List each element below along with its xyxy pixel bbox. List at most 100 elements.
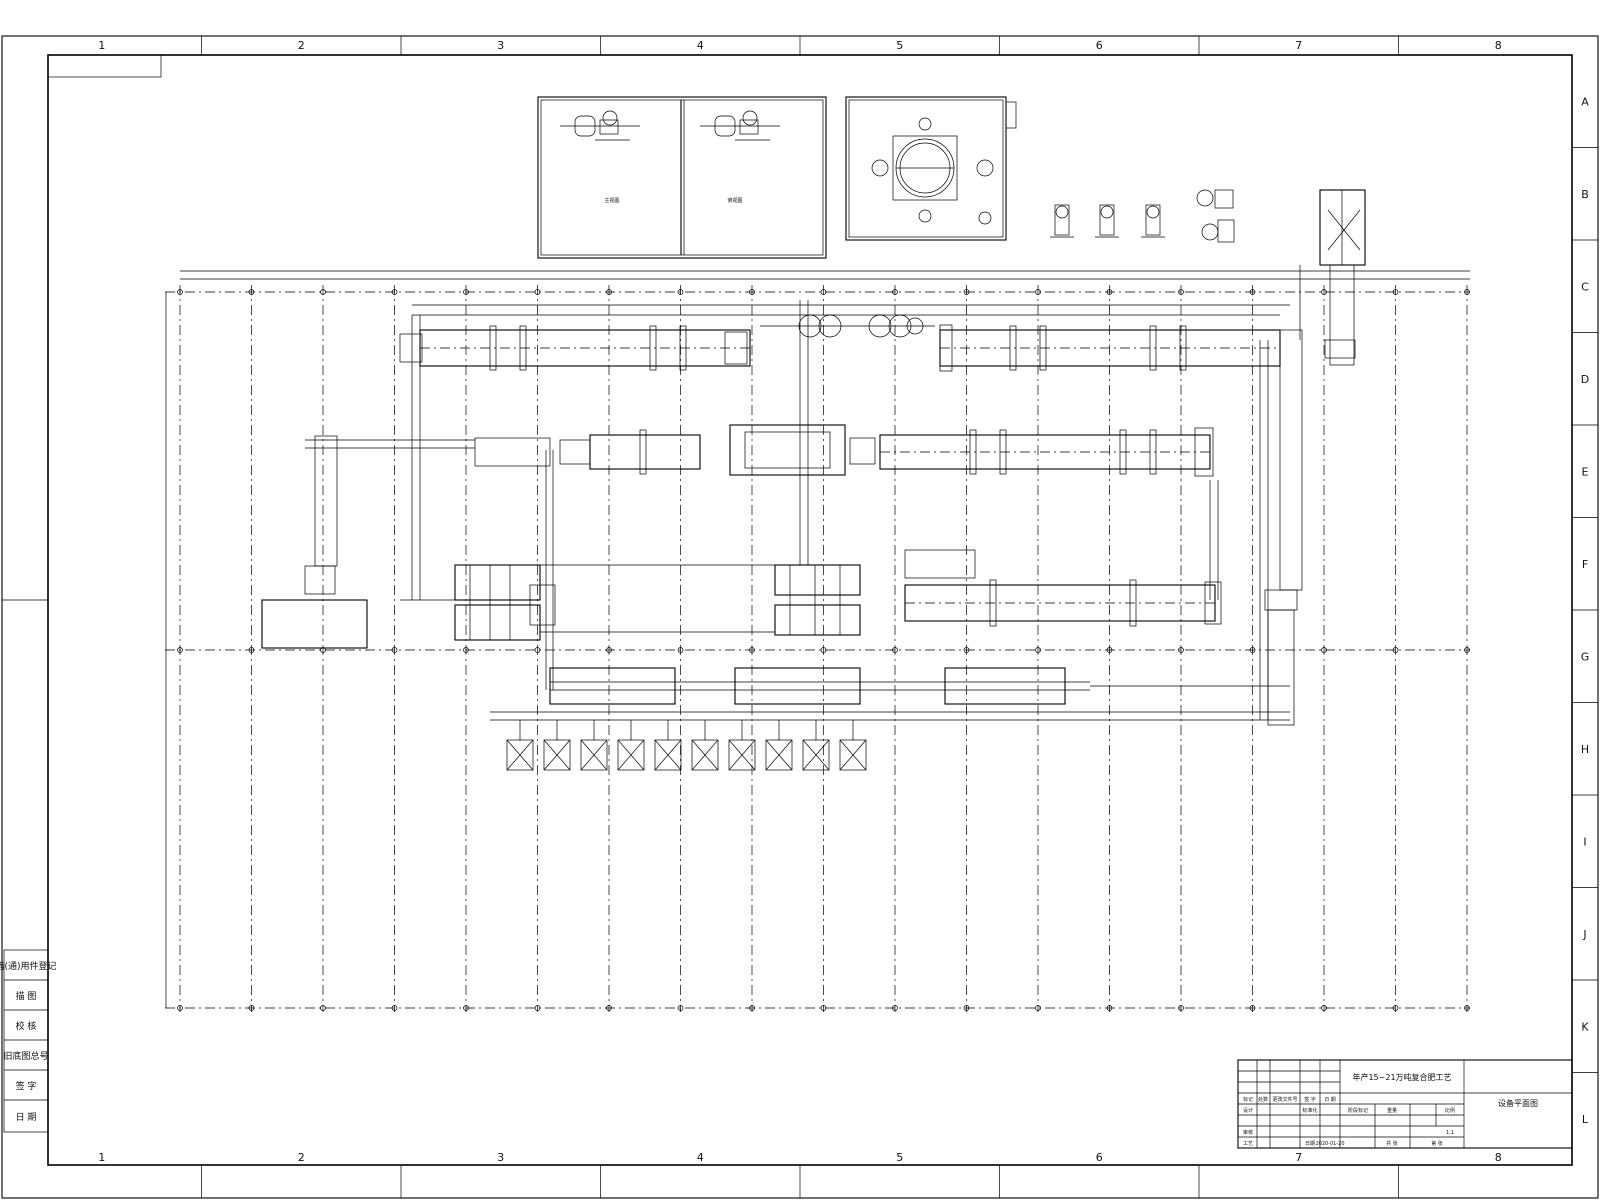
screen-unit-middle xyxy=(774,564,861,636)
title-block: 年产15~21万吨复合肥工艺 设备平面图 标记 处数 更改文件号 签 字 日 期… xyxy=(1237,1059,1573,1149)
zone-row-label: C xyxy=(1581,280,1589,293)
hopper-cross xyxy=(802,739,830,771)
scale-value: 1:1 xyxy=(1446,1130,1454,1136)
zone-col-label: 3 xyxy=(497,1151,504,1164)
hopper-cross xyxy=(728,739,756,771)
view2-label: 俯视图 xyxy=(727,197,742,204)
label-change-doc: 更改文件号 xyxy=(1272,1096,1297,1103)
zone-col-label: 4 xyxy=(697,1151,704,1164)
side-label-2: 校 核 xyxy=(16,1020,37,1032)
zone-col-label: 6 xyxy=(1096,39,1103,52)
axis-node xyxy=(677,1005,684,1011)
zone-row-label: I xyxy=(1583,835,1586,848)
label-count: 处数 xyxy=(1258,1096,1268,1103)
bucket-elevator-right xyxy=(1264,329,1303,726)
corner-box xyxy=(47,54,162,78)
side-label-5: 日 期 xyxy=(16,1112,37,1123)
zone-row-label: B xyxy=(1581,188,1589,201)
batching-hoppers xyxy=(506,720,867,771)
conveyor-row-main xyxy=(490,667,1290,721)
hopper-cross xyxy=(839,739,867,771)
zone-strip-right: A B C D E F G H I J K L xyxy=(1572,95,1598,1126)
inner-frame xyxy=(47,54,1573,1166)
rotary-drum-top-left xyxy=(399,325,751,371)
axis-node xyxy=(1178,647,1184,653)
axis-grid-vertical xyxy=(177,285,1470,1012)
project-name: 年产15~21万吨复合肥工艺 xyxy=(1352,1072,1451,1082)
axis-node xyxy=(677,289,684,295)
hopper-cross xyxy=(580,739,608,771)
label-date: 日 期 xyxy=(1324,1097,1336,1103)
side-label-4: 签 字 xyxy=(16,1080,37,1092)
granulator-middle xyxy=(729,424,876,476)
zone-col-label: 8 xyxy=(1495,1151,1502,1164)
hopper-cross xyxy=(543,739,571,771)
hopper-cross xyxy=(691,739,719,771)
label-date2: 日期 xyxy=(1305,1141,1315,1147)
zone-col-label: 8 xyxy=(1495,39,1502,52)
zone-col-label: 2 xyxy=(298,39,305,52)
zone-col-label: 7 xyxy=(1295,1151,1302,1164)
zone-col-label: 1 xyxy=(98,1151,105,1164)
view1-label: 主视图 xyxy=(604,197,619,204)
zone-col-label: 5 xyxy=(896,1151,903,1164)
label-process: 工艺 xyxy=(1243,1141,1253,1147)
rotary-drum-middle-left xyxy=(474,429,701,475)
zone-row-label: L xyxy=(1582,1113,1589,1126)
label-design: 设计 xyxy=(1243,1107,1253,1114)
bucket-elevator-top xyxy=(1319,189,1366,366)
axis-node xyxy=(177,1005,183,1011)
zone-col-label: 6 xyxy=(1096,1151,1103,1164)
label-sheet-no: 第 张 xyxy=(1431,1140,1443,1147)
hopper-cross xyxy=(506,739,534,771)
rotary-drum-lower-right xyxy=(904,549,1222,627)
axis-node xyxy=(1178,1005,1184,1011)
drive-gears xyxy=(760,314,935,338)
side-label-1: 描 图 xyxy=(16,990,37,1002)
bucket-elevator-left xyxy=(261,435,368,649)
date-value: 2020-01-20 xyxy=(1315,1141,1344,1147)
side-label-0: 借(通)用件登记 xyxy=(0,960,57,972)
label-mark: 标记 xyxy=(1243,1096,1253,1103)
zone-row-label: G xyxy=(1581,650,1590,663)
zone-row-label: D xyxy=(1581,373,1589,386)
label-review: 审核 xyxy=(1243,1129,1253,1136)
detail-view-box-1: 主视图 俯视图 xyxy=(537,96,827,259)
pipes xyxy=(305,265,1301,720)
rotary-drum-top-right xyxy=(939,324,1281,372)
zone-col-label: 2 xyxy=(298,1151,305,1164)
label-standardize: 标准化 xyxy=(1302,1107,1317,1114)
hopper-cross xyxy=(617,739,645,771)
hopper-cross xyxy=(654,739,682,771)
zone-row-label: H xyxy=(1581,743,1589,756)
zone-col-label: 4 xyxy=(697,39,704,52)
detail-view-box-2 xyxy=(845,96,1017,241)
zone-col-label: 1 xyxy=(98,39,105,52)
zone-col-label: 5 xyxy=(896,39,903,52)
top-dimension-chain xyxy=(180,270,1470,280)
axis-node xyxy=(177,647,183,653)
drawing-name: 设备平面图 xyxy=(1498,1098,1538,1108)
hopper-cross xyxy=(765,739,793,771)
label-stage-mark: 阶段标记 xyxy=(1348,1107,1368,1114)
zone-strip-top: 1 2 3 4 5 6 7 8 xyxy=(98,36,1502,55)
rotary-drum-middle-right xyxy=(879,427,1214,477)
label-total-sheets: 共 张 xyxy=(1386,1140,1398,1147)
pump-symbols xyxy=(1050,189,1235,243)
screen-unit-left xyxy=(454,564,556,641)
zone-row-label: K xyxy=(1581,1020,1589,1033)
label-ratio: 比例 xyxy=(1445,1107,1455,1114)
zone-row-label: E xyxy=(1582,465,1589,478)
side-label-3: 旧底图总号 xyxy=(3,1050,48,1062)
label-weight: 重量 xyxy=(1387,1107,1397,1114)
zone-row-label: F xyxy=(1582,558,1588,571)
zone-col-label: 3 xyxy=(497,39,504,52)
outer-frame xyxy=(1,35,1599,1199)
zone-col-label: 7 xyxy=(1295,39,1302,52)
axis-node xyxy=(177,289,183,295)
zone-row-label: A xyxy=(1581,95,1589,108)
zone-row-label: J xyxy=(1582,928,1586,941)
axis-node xyxy=(677,647,684,653)
side-panel: 借(通)用件登记 描 图 校 核 旧底图总号 签 字 日 期 xyxy=(0,949,57,1133)
